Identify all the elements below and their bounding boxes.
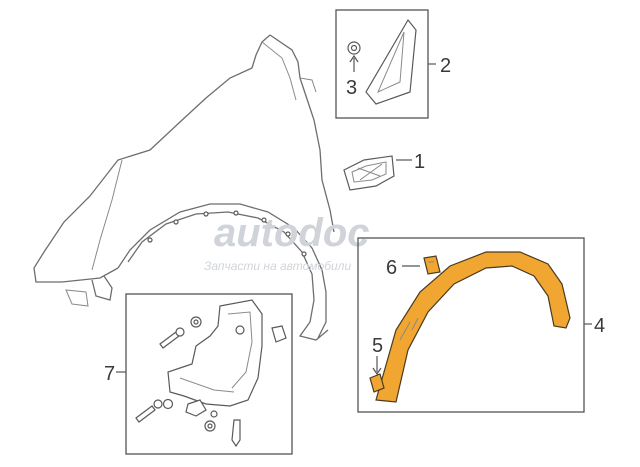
box-part-7 [125, 293, 293, 455]
callout-1: 1 [414, 151, 425, 173]
callout-7: 7 [104, 363, 115, 385]
part-3-push-nut [347, 41, 361, 72]
part-2-triangle-molding [365, 18, 417, 105]
callout-6: 6 [386, 257, 397, 279]
part-1-emblem [343, 155, 395, 191]
part-5-clip [369, 356, 385, 393]
callout-3: 3 [346, 77, 357, 99]
callout-4: 4 [594, 315, 605, 337]
fender-clip-dots [147, 210, 307, 257]
watermark-tagline: Запчасти на автомобили [204, 259, 351, 273]
watermark: autodoc Запчасти на автомобили [204, 211, 370, 273]
part-6-clip [423, 255, 441, 275]
fender-panel [33, 34, 335, 341]
callout-2: 2 [440, 55, 451, 77]
callout-5: 5 [372, 335, 383, 357]
part-7-fasteners [135, 316, 287, 448]
part-4-wheel-arch-molding [375, 251, 571, 403]
watermark-logo: autodoc [214, 211, 370, 255]
part-7-splash-guard [167, 299, 263, 407]
box-parts-4-5-6 [357, 237, 585, 413]
